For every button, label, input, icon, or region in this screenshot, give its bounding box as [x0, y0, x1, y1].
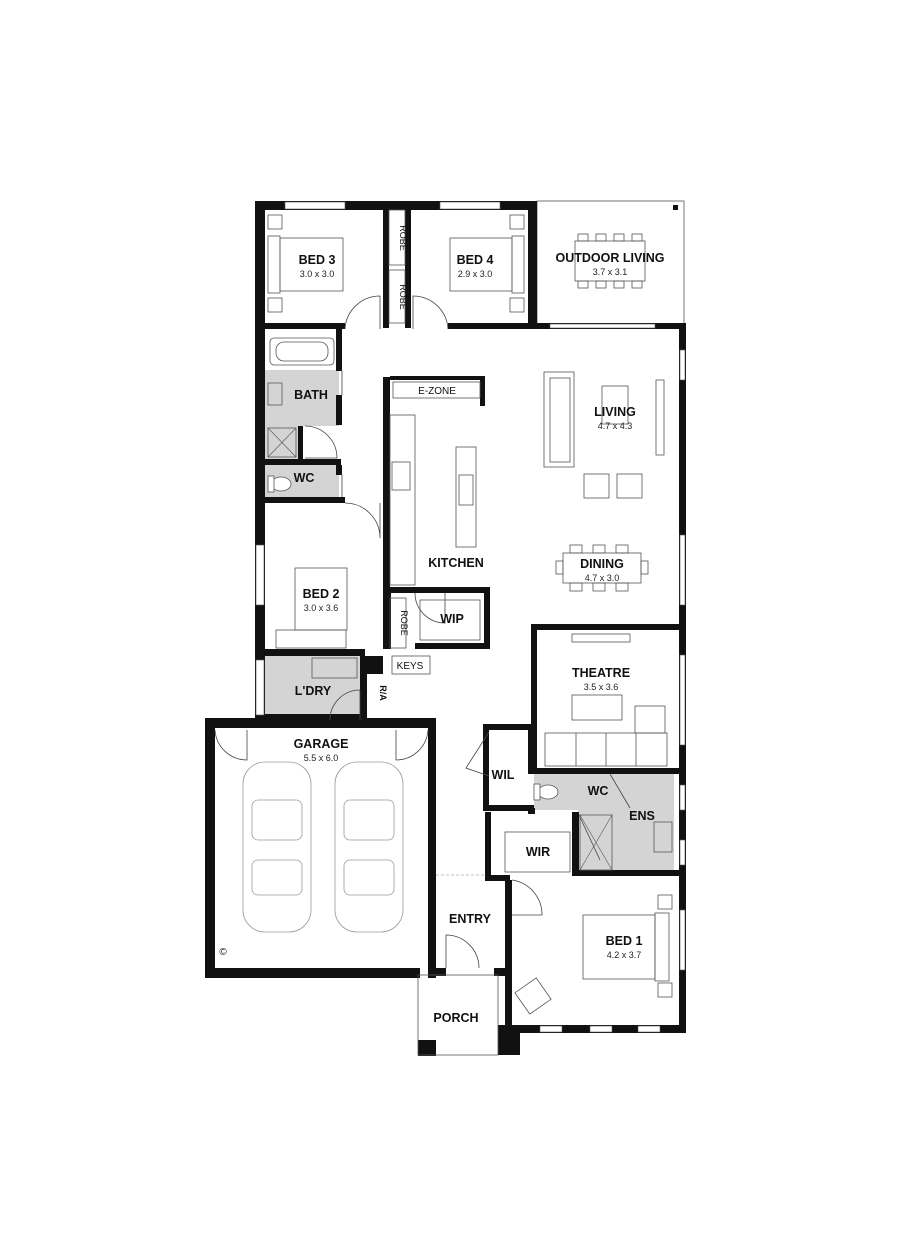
- room-bed1-size: 4.2 x 3.7: [607, 950, 642, 960]
- room-wip-name: WIP: [440, 612, 464, 626]
- room-porch-name: PORCH: [433, 1011, 478, 1025]
- room-bed4-name: BED 4: [457, 253, 494, 267]
- room-laundry-name: L'DRY: [295, 684, 332, 698]
- room-wc1-name: WC: [294, 471, 315, 485]
- robe-label-1: ROBE: [398, 225, 408, 251]
- doors: [214, 295, 631, 969]
- room-garage-name: GARAGE: [294, 737, 349, 751]
- room-bed4-size: 2.9 x 3.0: [458, 269, 493, 279]
- room-theatre-size: 3.5 x 3.6: [584, 682, 619, 692]
- room-dining-name: DINING: [580, 557, 624, 571]
- room-outdoor-size: 3.7 x 3.1: [593, 267, 628, 277]
- room-ens-name: ENS: [629, 809, 655, 823]
- room-outdoor-name: OUTDOOR LIVING: [555, 251, 664, 265]
- room-theatre-name: THEATRE: [572, 666, 630, 680]
- room-entry-name: ENTRY: [449, 912, 492, 926]
- room-bed3-name: BED 3: [299, 253, 336, 267]
- furniture: [242, 214, 673, 1056]
- walls: [205, 201, 686, 1056]
- room-wc2-name: WC: [588, 784, 609, 798]
- copyright-mark: ©: [219, 947, 227, 958]
- room-keys-name: KEYS: [397, 661, 424, 672]
- room-wil-name: WIL: [492, 768, 515, 782]
- room-bed2-size: 3.0 x 3.6: [304, 603, 339, 613]
- room-garage-size: 5.5 x 6.0: [304, 753, 339, 763]
- room-living-name: LIVING: [594, 405, 636, 419]
- room-wir-name: WIR: [526, 845, 550, 859]
- wet-areas: [263, 370, 674, 876]
- room-bed3-size: 3.0 x 3.0: [300, 269, 335, 279]
- room-living-size: 4.7 x 4.3: [598, 421, 633, 431]
- ezone-label: E-ZONE: [418, 386, 456, 397]
- robe-label-3: ROBE: [399, 610, 409, 636]
- windows: [255, 201, 686, 1033]
- room-bed2-name: BED 2: [303, 587, 340, 601]
- room-dining-size: 4.7 x 3.0: [585, 573, 620, 583]
- room-labels: BED 3 3.0 x 3.0 BED 4 2.9 x 3.0 OUTDOOR …: [219, 225, 664, 1025]
- robe-label-2: ROBE: [398, 284, 408, 310]
- room-ra-name: R/A: [378, 685, 388, 701]
- room-kitchen-name: KITCHEN: [428, 556, 484, 570]
- robes: [388, 209, 407, 649]
- room-bed1-name: BED 1: [606, 934, 643, 948]
- room-bath-name: BATH: [294, 388, 328, 402]
